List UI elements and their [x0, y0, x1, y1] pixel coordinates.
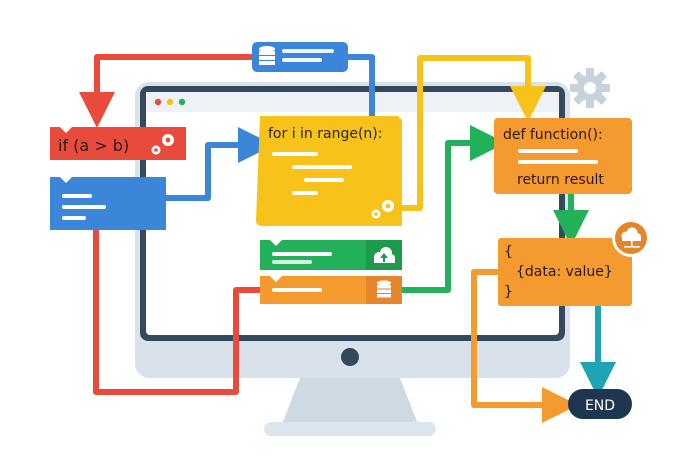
cloud-upload-icon [374, 247, 395, 263]
monitor-stand-neck [282, 378, 418, 424]
connector-blue-top [345, 54, 375, 116]
orange-bar-block[interactable] [260, 276, 402, 304]
connector-orange-to-end [471, 269, 578, 423]
condition-block[interactable]: if (a > b) [50, 127, 186, 160]
gear-icon [570, 68, 610, 108]
connector-yellow-loop-to-function [402, 55, 546, 211]
green-bar-block[interactable] [260, 240, 402, 270]
loop-label: for i in range(n): [268, 126, 382, 142]
database-icon [259, 46, 275, 65]
connector-blue-to-loop [166, 127, 274, 201]
loop-block[interactable]: for i in range(n): [256, 116, 402, 226]
condition-label: if (a > b) [58, 136, 129, 155]
window-close-dot [154, 98, 162, 106]
data-close-brace: } [504, 284, 513, 300]
function-return: return result [517, 172, 604, 188]
end-block[interactable]: END [568, 389, 632, 419]
cloud-network-icon [612, 219, 650, 257]
data-pair: {data: value} [516, 264, 613, 280]
end-label: END [585, 398, 615, 414]
function-block[interactable]: def function(): return result [494, 118, 632, 194]
data-block[interactable]: { {data: value} } [498, 238, 632, 306]
monitor-titlebar [146, 92, 559, 112]
connector-red-top [79, 54, 255, 128]
window-maximize-dot [178, 98, 186, 106]
connector-green-to-function [402, 125, 506, 293]
gears-icon [371, 200, 394, 219]
database-icon [377, 280, 391, 298]
monitor-power-button [341, 348, 359, 366]
database-block-top[interactable] [252, 42, 348, 72]
gears-icon [151, 134, 174, 155]
function-signature: def function(): [503, 127, 603, 143]
monitor-stand-base [264, 422, 436, 436]
comment-block[interactable] [50, 177, 166, 230]
window-minimize-dot [166, 98, 174, 106]
connector-red-bottom [93, 230, 260, 395]
data-open-brace: { [504, 244, 513, 260]
